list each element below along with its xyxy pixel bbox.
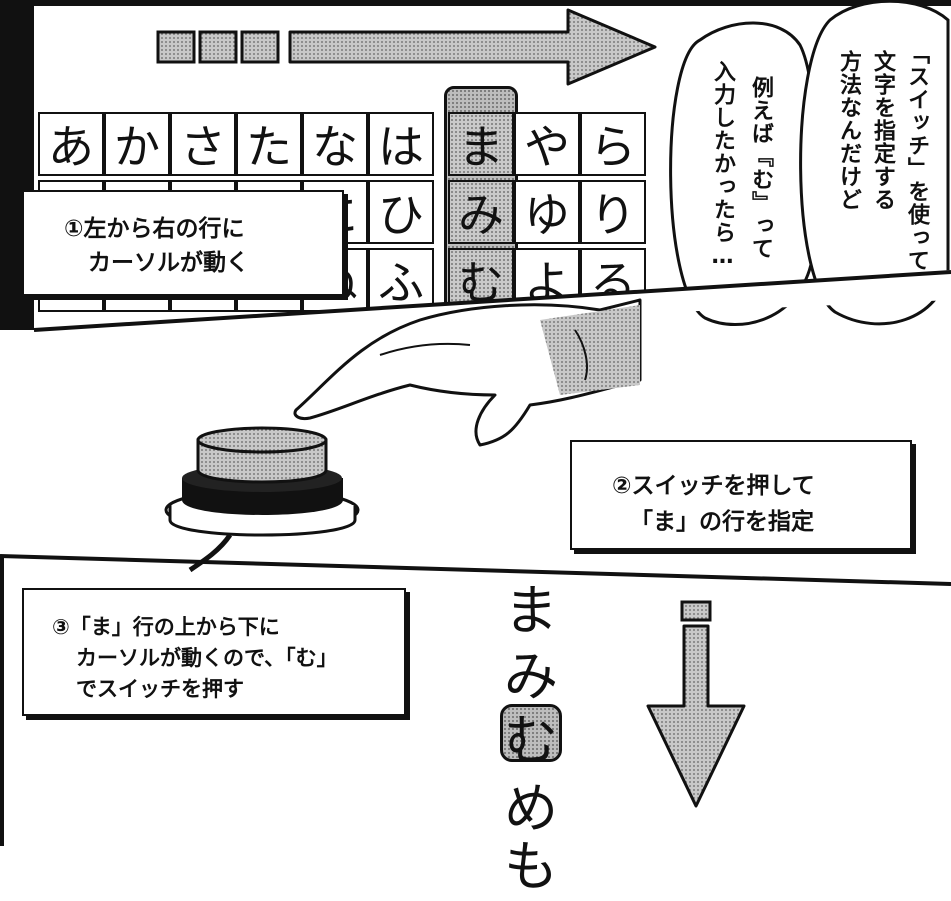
caption-step-3-line-3: でスイッチを押す: [76, 677, 244, 701]
caption-step-2-line-2: 「ま」の行を指定: [630, 509, 814, 535]
caption-step-1-line-2: カーソルが動く: [88, 250, 249, 276]
speech-right-col-3: 方法なんだけど: [836, 50, 861, 211]
grid-cell: な: [302, 112, 368, 176]
grid-cell-selected-column: ま: [448, 112, 514, 176]
caption-step-2-line-1: ②スイッチを押して: [612, 473, 815, 499]
top-arrow-graphic: [156, 8, 657, 86]
grid-cell: は: [368, 112, 434, 176]
speech-left-col-2: 入力したかったら…: [710, 60, 735, 270]
ma-column-char: ま: [504, 579, 558, 642]
grid-cell: か: [104, 112, 170, 176]
grid-cell: ら: [580, 112, 646, 176]
speech-bubbles-graphic: [669, 0, 950, 326]
panel-3-left-border: [0, 556, 4, 846]
grid-cell: あ: [38, 112, 104, 176]
speech-right-col-1: 「スイッチ」を使って: [904, 42, 929, 272]
ma-column-char-selected: む: [504, 709, 558, 772]
grid-cell: ひ: [368, 180, 434, 244]
caption-step-1-line-1: ①左から右の行に: [64, 216, 245, 242]
selected-char-box: [500, 704, 562, 762]
grid-cell: た: [236, 112, 302, 176]
grid-cell: や: [514, 112, 580, 176]
grid-cell: ゆ: [514, 180, 580, 244]
caption-step-3-line-1: ③「ま」行の上から下に: [52, 615, 280, 639]
grid-cell: さ: [170, 112, 236, 176]
caption-step-3: ③「ま」行の上から下に カーソルが動くので、「む」 でスイッチを押す: [22, 588, 406, 716]
hand-and-button-graphic: [164, 298, 642, 573]
speech-right-col-2: 文字を指定する: [870, 50, 895, 211]
panel-divider-1: [0, 270, 951, 586]
caption-step-3-line-2: カーソルが動くので、「む」: [76, 646, 338, 670]
panel-top-border: [0, 0, 951, 6]
speech-left-col-1: 例えば『む』って: [748, 76, 773, 260]
ma-column-char: み: [504, 645, 558, 708]
caption-step-1: ①左から右の行に カーソルが動く: [22, 190, 344, 296]
down-arrow-graphic: [646, 600, 746, 808]
grid-cell: り: [580, 180, 646, 244]
caption-step-2: ②スイッチを押して 「ま」の行を指定: [570, 440, 912, 550]
grid-cell: ふ: [368, 248, 434, 312]
grid-cell-selected-column: み: [448, 180, 514, 244]
ma-column-char: め: [504, 777, 558, 840]
